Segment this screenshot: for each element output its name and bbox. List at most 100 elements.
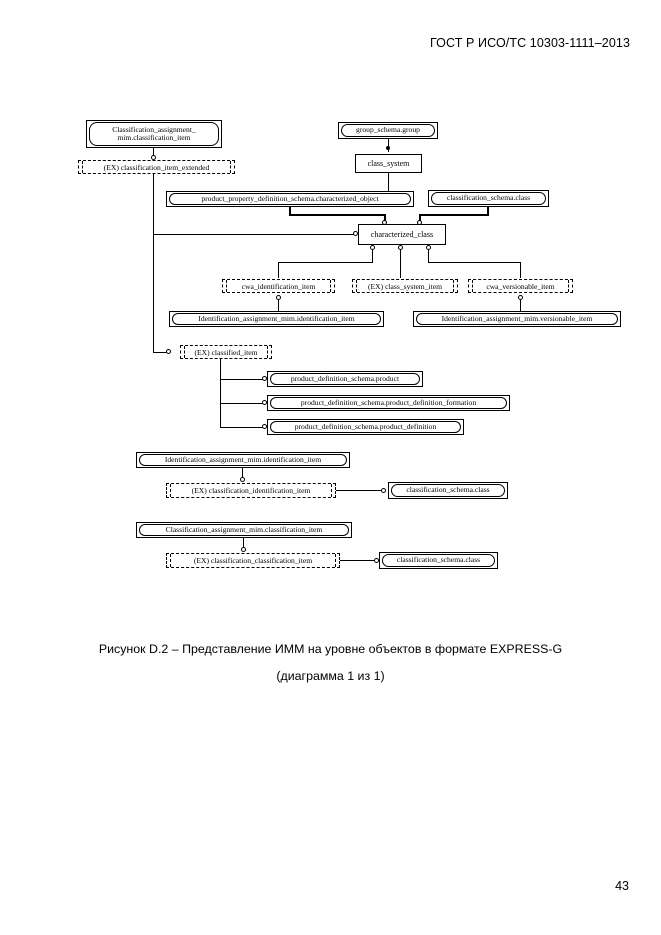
node-characterized-class: characterized_class [358,224,446,245]
node-inner: product_property_definition_schema.chara… [169,193,411,205]
connector-line [372,250,373,262]
connector-line [388,139,389,152]
connector-line [336,490,384,491]
express-g-diagram: Classification_assignment_ mim.classific… [78,120,621,569]
connector-line [278,262,373,263]
connector-line [220,359,221,428]
figure-caption-line2: (диаграмма 1 из 1) [276,669,385,683]
node-group-schema-group: group_schema.group [338,122,438,139]
node-identification-assignment-mim-versionable-item: Identification_assignment_mim.versionabl… [413,311,621,327]
node-label: class_system [367,159,410,168]
node-inner: (EX) classification_item_extended [82,161,231,173]
node-cwa-versionable-item: cwa_versionable_item [468,279,573,293]
node-inner: Identification_assignment_mim.versionabl… [416,313,618,325]
node-label: Identification_assignment_mim.identifica… [198,313,355,323]
figure-caption-line1: Рисунок D.2 – Представление ИММ на уровн… [98,642,563,656]
connector-ring [398,245,403,250]
node-label-line2: mim.classification_item [117,133,191,142]
connector-line [428,262,521,263]
node-classification-classification-item: (EX) classification_classification_item [166,553,340,568]
connector-ring [241,547,246,552]
connector-line [487,207,489,215]
connector-line [220,427,264,428]
connector-ring [151,155,156,160]
node-inner: Identification_assignment_mim.identifica… [139,454,347,466]
connector-ring [381,488,386,493]
node-label: Classification_assignment_mim.classifica… [165,524,323,534]
node-inner: (EX) classification_identification_item [170,484,332,497]
connector-line [419,214,489,216]
connector-ring [240,477,245,482]
node-product-property-definition-schema-characterized-object: product_property_definition_schema.chara… [166,191,414,207]
connector-dot [386,146,390,150]
node-inner: cwa_identification_item [226,280,331,292]
connector-line [289,207,291,215]
node-inner: product_definition_schema.product_defini… [270,397,507,409]
connector-ring [262,424,267,429]
node-inner: product_definition_schema.product_defini… [270,421,461,433]
node-label-line1: Classification_assignment_ [112,124,196,134]
connector-line [153,234,357,235]
connector-line [153,174,154,352]
node-label: product_definition_schema.product_defini… [300,397,477,407]
node-label: classification_schema.class [446,193,531,203]
node-label: Identification_assignment_mim.versionabl… [441,313,593,323]
node-classification-schema-class-bottom: classification_schema.class [379,552,498,569]
node-classification-item-extended: (EX) classification_item_extended [78,160,235,174]
document-header: ГОСТ Р ИСО/ТС 10303-1111–2013 [430,36,630,50]
node-label: product_definition_schema.product [290,373,400,383]
node-product-definition-schema-product: product_definition_schema.product [267,371,423,387]
node-inner: Classification_assignment_ mim.classific… [89,122,219,146]
figure-caption: Рисунок D.2 – Представление ИММ на уровн… [0,636,661,690]
node-identification-assignment-mim-identification-item-2: Identification_assignment_mim.identifica… [136,452,350,468]
node-product-definition-schema-product-definition-formation: product_definition_schema.product_defini… [267,395,510,411]
connector-line [242,468,243,479]
node-label: characterized_class [370,230,434,239]
node-inner: (EX) classification_classification_item [170,554,336,567]
connector-ring [518,295,523,300]
connector-ring [426,245,431,250]
node-class-system-item: (EX) class_system_item [352,279,458,293]
node-inner: classification_schema.class [431,192,546,205]
node-class-system: class_system [355,154,422,173]
connector-line [400,250,401,278]
connector-line [384,214,386,224]
connector-line [520,300,521,311]
node-classification-schema-class-top: classification_schema.class [428,190,549,207]
node-identification-assignment-mim-identification-item: Identification_assignment_mim.identifica… [169,311,384,327]
node-label: (EX) classification_item_extended [103,162,210,172]
connector-ring [370,245,375,250]
node-classification-assignment-mim-classification-item-top: Classification_assignment_ mim.classific… [86,120,222,148]
node-classification-identification-item: (EX) classification_identification_item [166,483,336,498]
node-inner: (EX) classified_item [184,346,268,358]
node-label: Identification_assignment_mim.identifica… [164,454,322,464]
node-inner: classification_schema.class [391,484,505,497]
connector-line [428,250,429,262]
node-cwa-identification-item: cwa_identification_item [222,279,335,293]
connector-line [388,173,389,193]
node-classification-schema-class-mid: classification_schema.class [388,482,508,499]
connector-line [520,262,521,278]
page-number: 43 [615,879,629,893]
node-label: group_schema.group [356,125,420,135]
node-inner: group_schema.group [341,124,435,137]
connector-line [289,214,385,216]
node-inner: Identification_assignment_mim.identifica… [172,313,381,325]
node-inner: product_definition_schema.product [270,373,420,385]
node-label: (EX) classification_identification_item [191,486,311,495]
connector-ring [166,349,171,354]
connector-line [220,379,264,380]
connector-line [153,148,154,157]
connector-line [220,403,264,404]
node-label: (EX) classification_classification_item [193,556,313,565]
connector-ring [374,558,379,563]
connector-ring [262,400,267,405]
connector-line [278,300,279,311]
connector-ring [353,231,358,236]
node-label: cwa_identification_item [241,281,316,291]
connector-line [153,352,168,353]
node-inner: Classification_assignment_mim.classifica… [139,524,349,536]
node-inner: (EX) class_system_item [356,280,454,292]
connector-line [340,560,377,561]
